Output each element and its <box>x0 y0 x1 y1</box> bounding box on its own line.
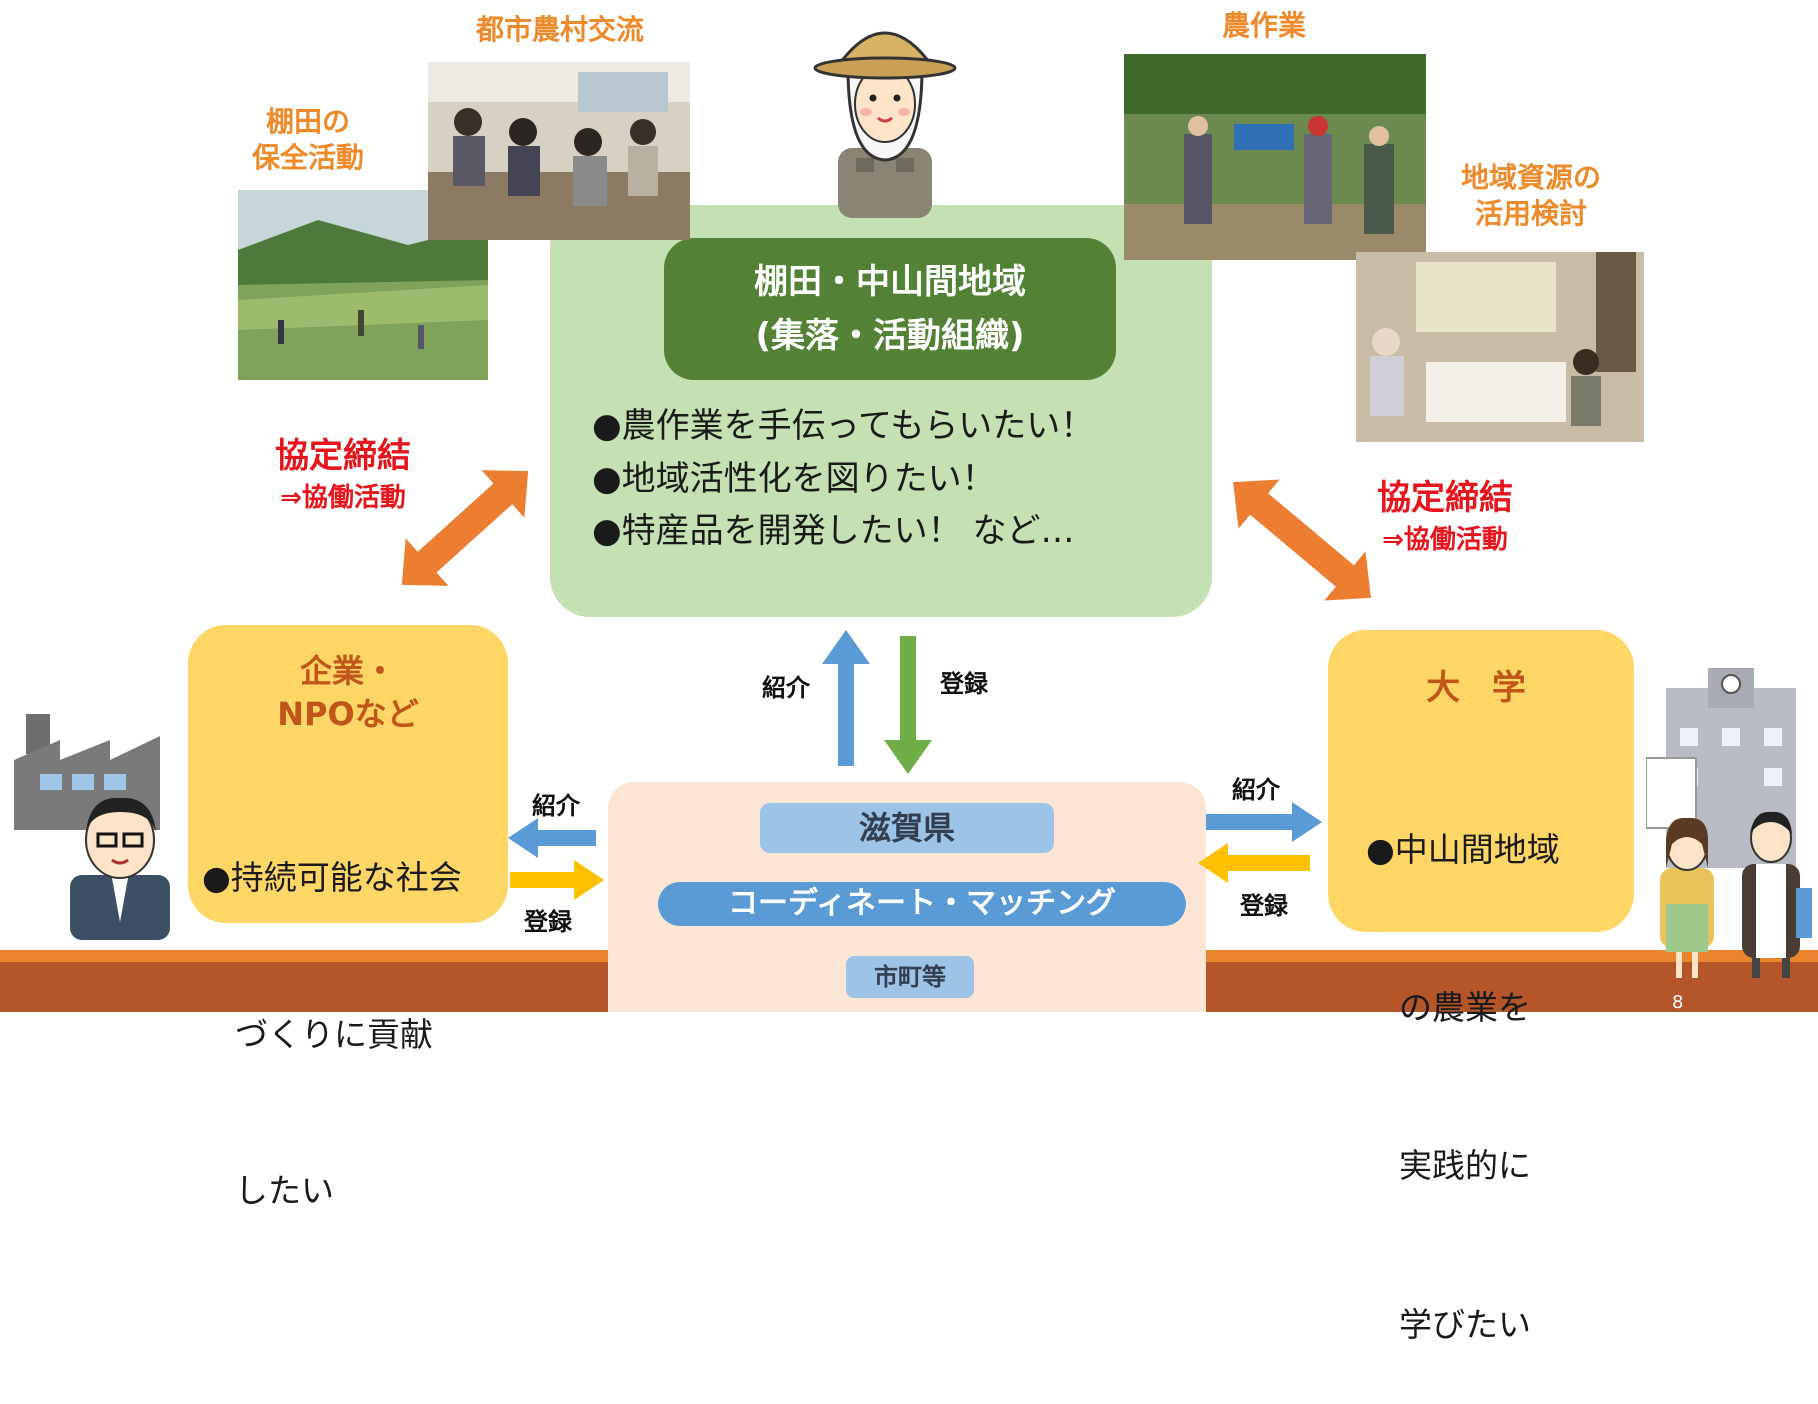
left-agreement-line1: 協定締結 <box>275 436 411 476</box>
right-intro-label: 紹介 <box>1232 776 1280 804</box>
university-needs: ●中山間地域 の農業を 実践的に 学びたい <box>1366 718 1560 1404</box>
company-title-line2: NPOなど <box>277 695 419 734</box>
right-agreement-label: 協定締結 ⇒協働活動 <box>1360 470 1530 556</box>
arrow-register-left-right <box>1198 843 1310 883</box>
university-need-line: ●中山間地域 <box>1366 829 1560 869</box>
right-agreement-arrow <box>1233 479 1371 601</box>
arrow-register-down <box>884 636 932 774</box>
photo-farm-work <box>1124 54 1426 260</box>
label-terraced-fields: 棚田の 保全活動 <box>238 104 378 177</box>
label-farm-work: 農作業 <box>1221 9 1306 42</box>
university-need-line: の農業を <box>1366 987 1531 1027</box>
label-terraced-fields-line1: 棚田の <box>265 105 350 138</box>
farmer-illustration <box>813 31 957 218</box>
matching-bar: コーディネート・マッチング <box>658 882 1186 926</box>
company-needs: ●持続可能な社会 づくりに貢献 したい <box>202 748 462 1269</box>
center-intro-label: 紹介 <box>762 674 810 702</box>
community-needs: ●農作業を手伝ってもらいたい！ ●地域活性化を図りたい！ ●特産品を開発したい！… <box>592 400 1094 558</box>
left-intro-label: 紹介 <box>532 792 580 820</box>
left-agreement-arrow <box>401 470 529 586</box>
left-agreement-label: 協定締結 ⇒協働活動 <box>258 428 428 514</box>
need-item: ●特産品を開発したい！ など… <box>592 511 1075 552</box>
company-title: 企業・ NPOなど <box>188 650 508 736</box>
label-local-resources-line1: 地域資源の <box>1460 161 1601 194</box>
need-item: ●農作業を手伝ってもらいたい！ <box>592 406 1095 446</box>
municipalities-label: 市町等 <box>846 956 974 998</box>
arrow-intro-up <box>822 630 870 766</box>
label-urban-rural-exchange: 都市農村交流 <box>475 13 644 46</box>
label-local-resources: 地域資源の 活用検討 <box>1436 160 1626 233</box>
company-need-line: したい <box>202 1171 334 1210</box>
need-item: ●地域活性化を図りたい！ <box>592 458 996 499</box>
community-header-line2: (集落・活動組織) <box>755 316 1025 356</box>
community-header-line1: 棚田・中山間地域 <box>754 261 1026 302</box>
left-register-label: 登録 <box>524 908 572 936</box>
community-header: 棚田・中山間地域 (集落・活動組織) <box>664 238 1116 380</box>
university-need-line: 実践的に <box>1366 1146 1531 1186</box>
arrow-intro-right <box>1206 802 1322 842</box>
label-local-resources-line2: 活用検討 <box>1474 197 1587 231</box>
company-box <box>188 625 508 923</box>
photo-urban-rural-exchange <box>428 62 690 240</box>
university-box <box>1328 630 1634 932</box>
university-title: 大 学 <box>1426 668 1536 708</box>
arrow-intro-left <box>508 818 596 858</box>
factory-businessman-illustration <box>14 714 170 940</box>
university-need-line: 学びたい <box>1366 1304 1531 1344</box>
page-number: 8 <box>1672 992 1684 1013</box>
university-students-illustration <box>1646 668 1812 978</box>
company-need-line: ●持続可能な社会 <box>202 858 462 898</box>
right-agreement-line2: ⇒協働活動 <box>1382 525 1508 555</box>
company-title-line1: 企業・ <box>299 652 396 690</box>
left-agreement-line2: ⇒協働活動 <box>280 483 406 513</box>
shiga-pref-label: 滋賀県 <box>760 803 1054 853</box>
company-need-line: づくりに貢献 <box>202 1014 433 1054</box>
photo-local-resources <box>1356 252 1644 442</box>
right-register-label: 登録 <box>1240 892 1288 920</box>
center-register-label: 登録 <box>940 670 988 698</box>
arrow-register-right-left <box>510 860 604 900</box>
label-terraced-fields-line2: 保全活動 <box>251 141 364 175</box>
right-agreement-line1: 協定締結 <box>1377 478 1513 518</box>
